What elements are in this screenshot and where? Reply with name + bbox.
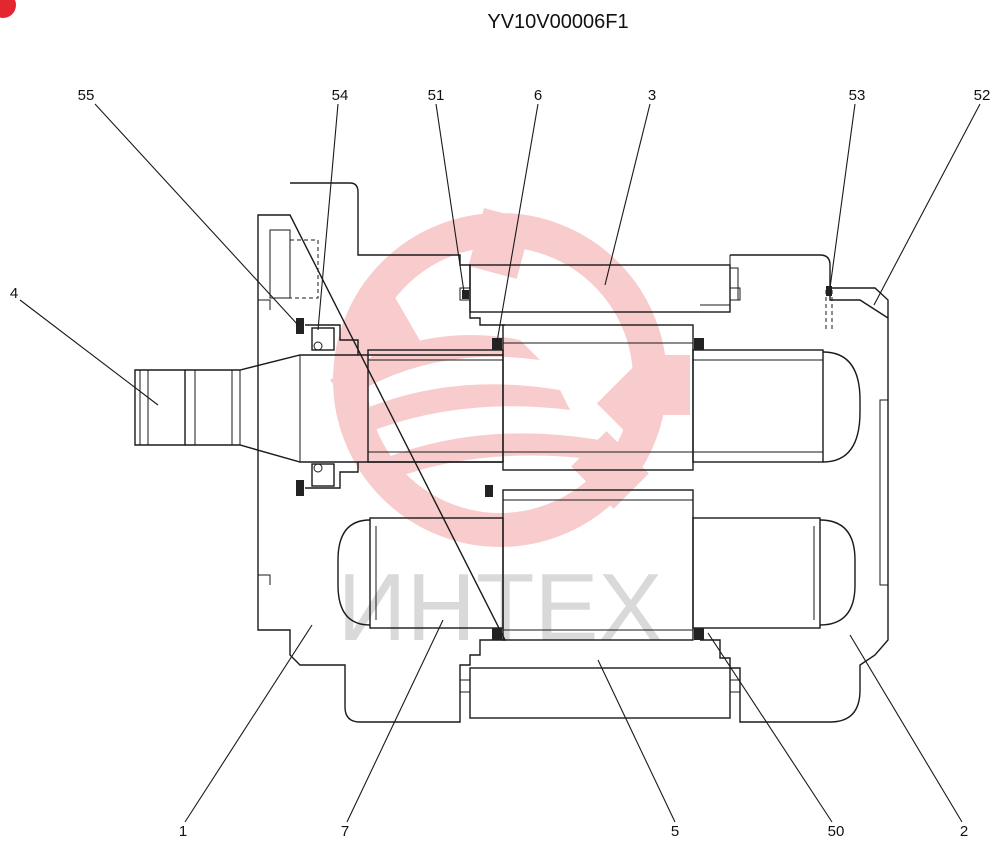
callout-52: 52 (974, 87, 991, 104)
callout-50: 50 (828, 823, 845, 840)
leader-lines (19, 103, 981, 823)
o-ring-55-bottom (296, 480, 304, 496)
o-ring-50 (694, 628, 704, 640)
callout-54: 54 (332, 87, 349, 104)
pump-body-drawing (134, 182, 889, 723)
callout-7: 7 (341, 823, 349, 840)
callout-3: 3 (648, 87, 656, 104)
o-ring-55-top (296, 318, 304, 334)
o-ring-53 (826, 286, 832, 296)
callout-55: 55 (78, 87, 95, 104)
o-ring-mid (485, 485, 493, 497)
callout-51: 51 (428, 87, 445, 104)
callout-4: 4 (10, 285, 18, 302)
callout-6: 6 (534, 87, 542, 104)
watermark-text: ИНТЕХ (337, 554, 662, 661)
o-ring-bottom-left (492, 628, 502, 640)
diagram-title: YV10V00006F1 (487, 11, 628, 33)
o-ring-6-top (492, 338, 502, 350)
o-ring-51 (462, 290, 469, 299)
callout-5: 5 (671, 823, 679, 840)
corner-badge (0, 0, 16, 18)
callout-2: 2 (960, 823, 968, 840)
callout-1: 1 (179, 823, 187, 840)
o-ring-top-right (694, 338, 704, 350)
callout-labels: 55 54 51 6 3 53 52 4 1 7 5 50 2 (10, 87, 991, 840)
callout-53: 53 (849, 87, 866, 104)
watermark-logo (330, 207, 690, 547)
